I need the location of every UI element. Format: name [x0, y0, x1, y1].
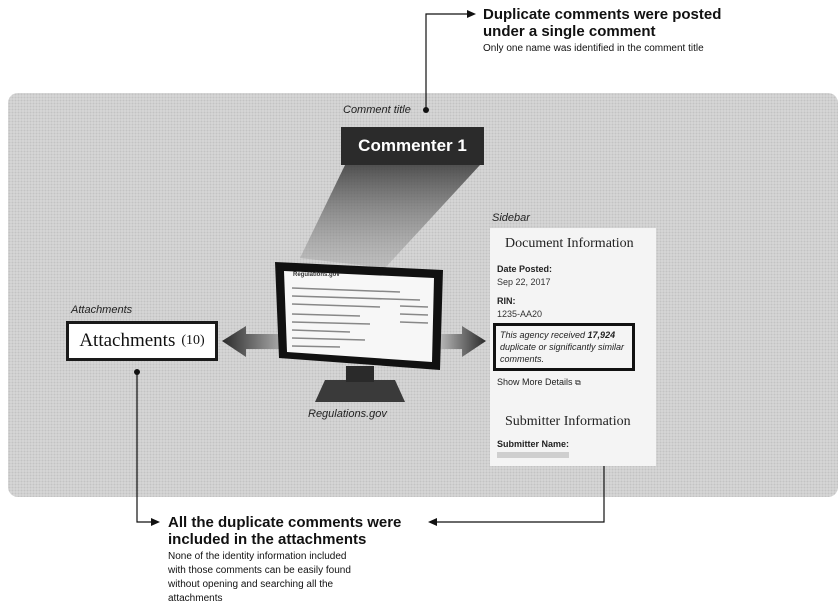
monitor-illustration: [275, 262, 443, 402]
bottom-callout-body-line4: attachments: [168, 593, 223, 604]
comment-title-label: Comment title: [343, 104, 411, 116]
attachments-label: Attachments: [71, 304, 133, 316]
submitter-name-placeholder: [497, 452, 569, 458]
notice-count: 17,924: [587, 330, 616, 340]
attachments-box-text: Attachments: [79, 330, 176, 351]
notice-prefix: This agency received: [500, 330, 588, 340]
arrowhead-bottom-right: [428, 518, 437, 526]
show-more-details-text[interactable]: Show More Details: [497, 377, 573, 387]
commenter-title-text: Commenter 1: [358, 136, 467, 155]
external-link-icon: ⧉: [575, 378, 581, 387]
top-callout-title-line2: under a single comment: [483, 23, 656, 40]
bottom-callout-title-line2: included in the attachments: [168, 531, 367, 548]
notice-suffix: duplicate or significantly similar comme…: [500, 342, 625, 364]
bottom-callout-body-line1: None of the identity information include…: [168, 551, 347, 562]
bottom-callout-body-line2: with those comments can be easily found: [168, 565, 351, 576]
monitor-caption: Regulations.gov: [308, 408, 387, 420]
connector-dot-left: [134, 369, 140, 375]
top-callout-title-line1: Duplicate comments were posted: [483, 6, 722, 23]
bottom-callout-title-line1: All the duplicate comments were: [168, 514, 402, 531]
rin-label: RIN:: [497, 296, 516, 306]
projection-beam: [300, 165, 480, 268]
commenter-title-box: Commenter 1: [341, 127, 484, 165]
submitter-information-heading: Submitter Information: [505, 414, 631, 429]
submitter-name-label: Submitter Name:: [497, 439, 570, 449]
top-callout-subtitle: Only one name was identified in the comm…: [483, 43, 704, 54]
connector-dot-top: [423, 107, 429, 113]
date-posted-label: Date Posted:: [497, 264, 553, 274]
arrow-to-attachments: [222, 326, 290, 357]
rin-value: 1235-AA20: [497, 309, 543, 319]
arrowhead-bottom-left: [151, 518, 160, 526]
arrowhead-top: [467, 10, 476, 18]
bottom-callout-body-line3: without opening and searching all the: [168, 579, 334, 590]
attachments-box: Attachments (10): [66, 321, 218, 361]
screen-header: Regulations.gov: [293, 272, 340, 278]
sidebar-label: Sidebar: [492, 212, 530, 224]
connector-bottom-left: [136, 374, 152, 523]
date-posted-value: Sep 22, 2017: [497, 277, 551, 287]
attachments-count: (10): [181, 333, 205, 348]
connector-top: [425, 13, 468, 108]
document-information-heading: Document Information: [505, 236, 634, 251]
show-more-details-link[interactable]: Show More Details ⧉: [497, 377, 581, 388]
arrow-to-sidebar: [438, 326, 486, 357]
duplicate-notice-box: This agency received 17,924 duplicate or…: [493, 323, 635, 371]
